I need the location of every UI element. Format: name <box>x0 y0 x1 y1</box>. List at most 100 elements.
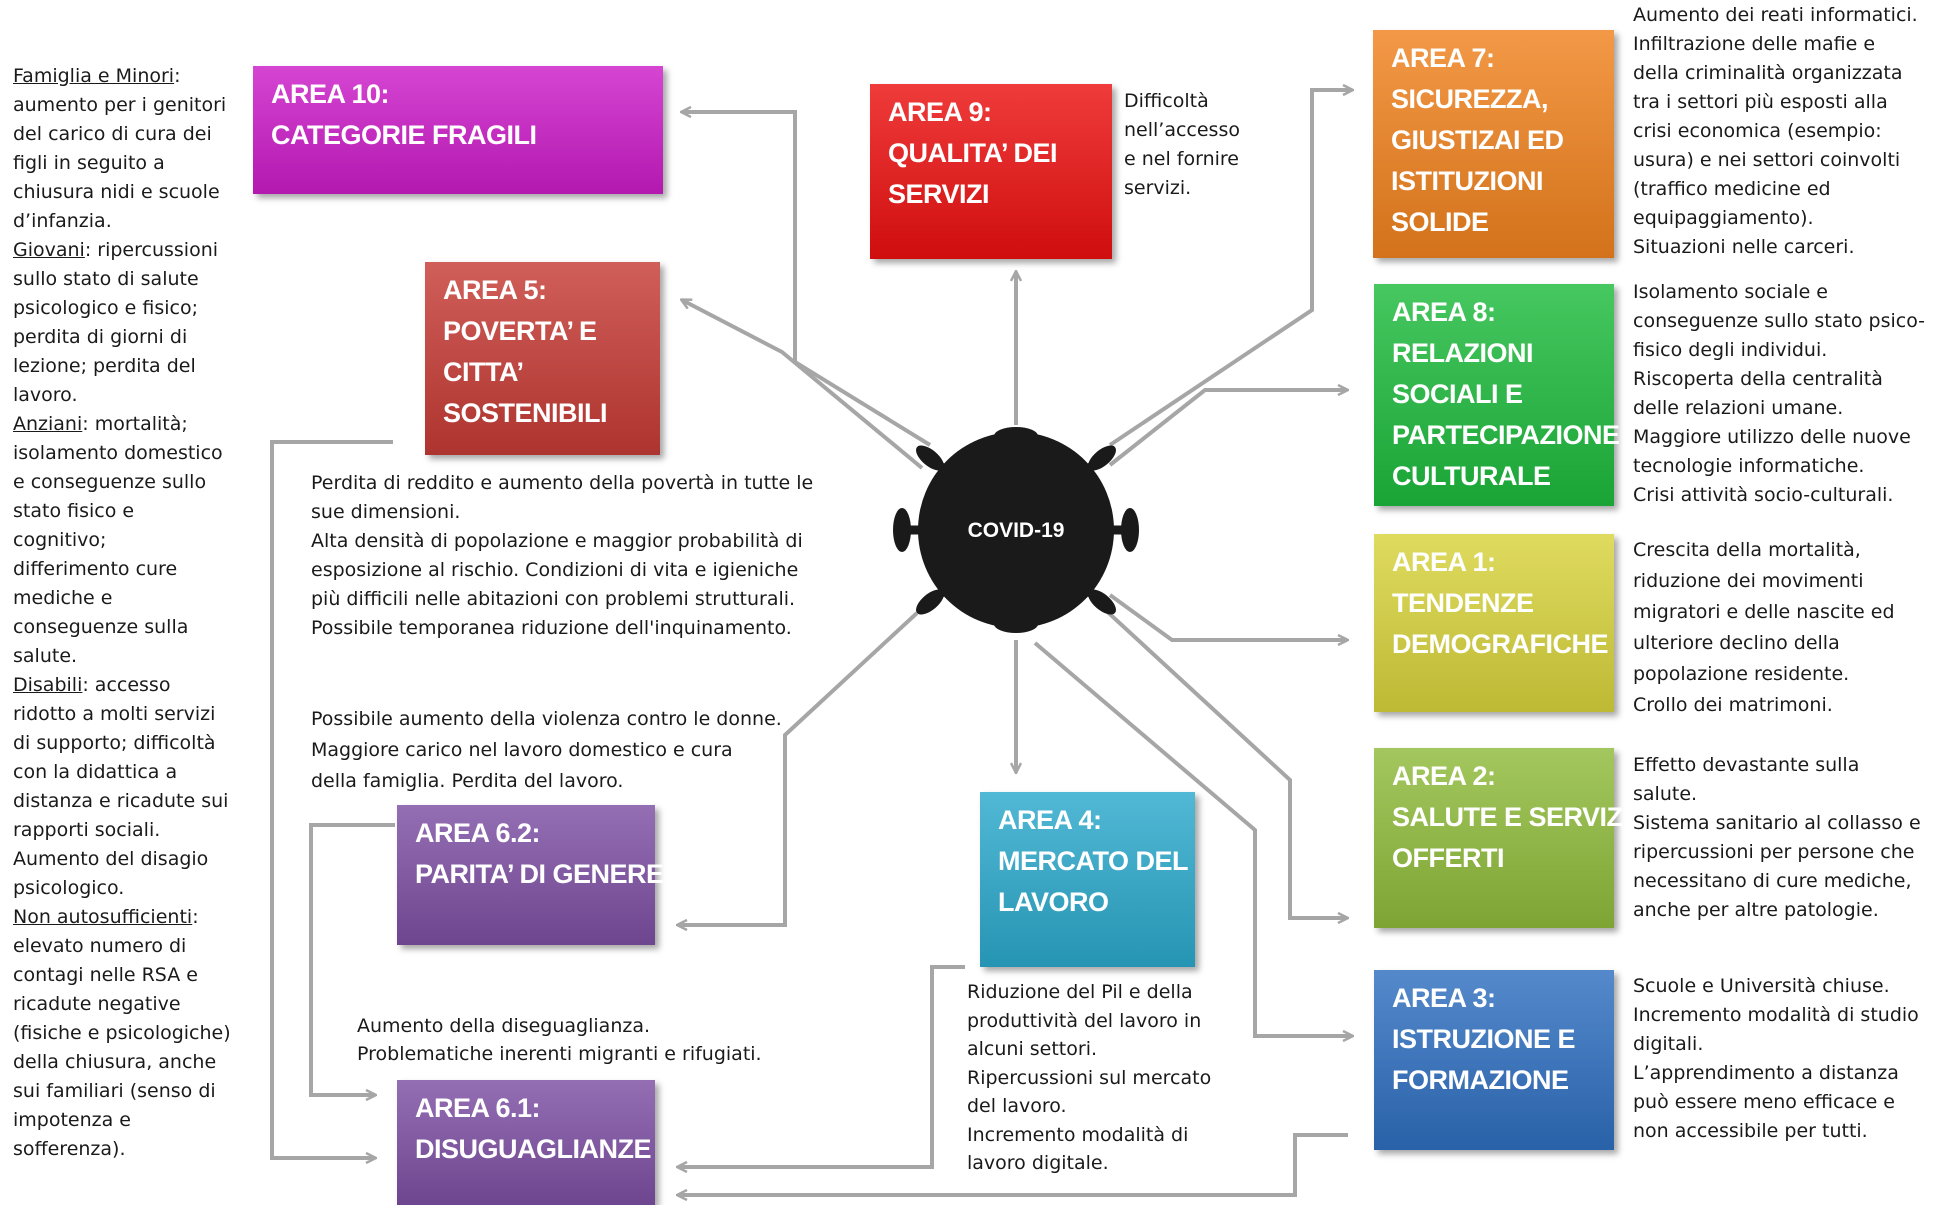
area7-line-3: SOLIDE <box>1391 207 1489 237</box>
left-note-line: chiusura nidi e scuole <box>13 181 220 203</box>
area4-line-0: MERCATO DEL <box>998 846 1189 876</box>
left-note-line: salute. <box>13 645 78 667</box>
area7-line-0: SICUREZZA, <box>1391 84 1549 114</box>
area4-note: Riduzione del Pil e della produttività d… <box>967 978 1211 1178</box>
area8-title: AREA 8: <box>1392 297 1496 327</box>
area2-note-line: ripercussioni per persone che <box>1633 841 1915 863</box>
area5-note-line: Perdita di reddito e aumento della pover… <box>311 472 814 494</box>
area8-note-line: delle relazioni umane. <box>1633 397 1844 419</box>
left-note-line: del carico di cura dei <box>13 123 212 145</box>
left-note-line: figli in seguito a <box>13 152 165 174</box>
area4-note-line: Riduzione del Pil e della <box>967 981 1193 1003</box>
area5-note-line: esposizione al rischio. Condizioni di vi… <box>311 559 799 581</box>
connector-area3-bottom <box>678 1133 1348 1195</box>
area61-box[interactable]: AREA 6.1: DISUGUAGLIANZE <box>397 1080 655 1205</box>
area5-line-0: POVERTA’ E <box>443 316 597 346</box>
area8-line-1: SOCIALI E <box>1392 379 1523 409</box>
famiglia-colon: : <box>174 65 181 87</box>
left-note-line: della chiusura, anche <box>13 1051 217 1073</box>
area10-line-0: CATEGORIE FRAGILI <box>271 120 537 150</box>
left-giovani-line: Giovani: ripercussioni <box>13 236 231 265</box>
area8-line-2: PARTECIPAZIONE <box>1392 420 1620 450</box>
area10-title: AREA 10: <box>271 79 390 109</box>
left-nonauto-line: Non autosufficienti: <box>13 903 231 932</box>
left-note-line: Aumento del disagio <box>13 848 209 870</box>
area1-note-line: Crescita della mortalità, <box>1633 539 1861 561</box>
connector-area4-area61 <box>678 965 965 1167</box>
left-disabili-line: Disabili: accesso <box>13 671 231 700</box>
left-note-line: lezione; perdita del <box>13 355 196 377</box>
giovani-label: Giovani <box>13 239 85 261</box>
area7-note-line: crisi economica (esempio: <box>1633 120 1882 142</box>
area2-note-line: necessitano di cure mediche, <box>1633 870 1912 892</box>
area7-note-line: (traffico medicine ed <box>1633 178 1831 200</box>
area62-note: Possibile aumento della violenza contro … <box>311 704 782 797</box>
left-note-line: sofferenza). <box>13 1138 126 1160</box>
area8-box[interactable]: AREA 8: RELAZIONI SOCIALI E PARTECIPAZIO… <box>1374 284 1620 506</box>
area5-note: Perdita di reddito e aumento della pover… <box>311 469 813 643</box>
left-note-line: impotenza e <box>13 1109 131 1131</box>
nonauto-first: : <box>192 906 199 928</box>
area7-note-line: Aumento dei reati informatici. <box>1633 4 1918 26</box>
area3-note-line: Scuole e Università chiuse. <box>1633 975 1890 997</box>
area8-note-line: Maggiore utilizzo delle nuove <box>1633 426 1911 448</box>
connector-area5 <box>682 298 924 470</box>
area62-note-line: Maggiore carico nel lavoro domestico e c… <box>311 739 733 761</box>
connector-area62 <box>678 611 919 925</box>
area4-line-1: LAVORO <box>998 887 1109 917</box>
area2-note-line: anche per altre patologie. <box>1633 899 1879 921</box>
left-note-line: con la didattica a <box>13 761 178 783</box>
area1-box[interactable]: AREA 1: TENDENZE DEMOGRAFICHE <box>1374 534 1614 712</box>
area7-note-line: della criminalità organizzata <box>1633 62 1903 84</box>
area5-line-2: SOSTENIBILI <box>443 398 608 428</box>
area2-note: Effetto devastante sulla salute. Sistema… <box>1633 751 1921 925</box>
area8-line-0: RELAZIONI <box>1392 338 1534 368</box>
area5-note-line: Alta densità di popolazione e maggior pr… <box>311 530 803 552</box>
area8-note-line: fisico degli individui. <box>1633 339 1828 361</box>
left-anziani-line: Anziani: mortalità; <box>13 410 231 439</box>
area9-box[interactable]: AREA 9: QUALITA’ DEI SERVIZI <box>870 84 1112 259</box>
area5-note-line: sue dimensioni. <box>311 501 461 523</box>
area2-note-line: salute. <box>1633 783 1698 805</box>
area5-line-1: CITTA’ <box>443 357 524 387</box>
area5-box[interactable]: AREA 5: POVERTA’ E CITTA’ SOSTENIBILI <box>425 262 660 455</box>
area8-note-line: tecnologie informatiche. <box>1633 455 1865 477</box>
virus-icon <box>893 427 1139 633</box>
anziani-label: Anziani <box>13 413 83 435</box>
area10-box[interactable]: AREA 10: CATEGORIE FRAGILI <box>253 66 663 194</box>
area3-box[interactable]: AREA 3: ISTRUZIONE E FORMAZIONE <box>1374 970 1614 1150</box>
area2-box[interactable]: AREA 2: SALUTE E SERVIZI OFFERTI <box>1374 748 1630 928</box>
area9-line-1: SERVIZI <box>888 179 990 209</box>
area7-box[interactable]: AREA 7: SICUREZZA, GIUSTIZAI ED ISTITUZI… <box>1373 30 1614 258</box>
area61-line-0: DISUGUAGLIANZE <box>415 1134 652 1164</box>
left-note-line: ricadute negative <box>13 993 181 1015</box>
left-note-line: elevato numero di <box>13 935 187 957</box>
area3-title: AREA 3: <box>1392 983 1496 1013</box>
left-note-line: ridotto a molti servizi <box>13 703 216 725</box>
area62-line-0: PARITA’ DI GENERE <box>415 859 664 889</box>
area2-title: AREA 2: <box>1392 761 1496 791</box>
left-note-line: d’infanzia. <box>13 210 112 232</box>
left-note-line: isolamento domestico <box>13 442 223 464</box>
area3-note-line: non accessibile per tutti. <box>1633 1120 1868 1142</box>
area9-note-line: Difficoltà <box>1124 90 1209 112</box>
area2-note-line: Effetto devastante sulla <box>1633 754 1860 776</box>
area8-line-3: CULTURALE <box>1392 461 1551 491</box>
left-note-line: lavoro. <box>13 384 78 406</box>
left-note-line: sullo stato di salute <box>13 268 199 290</box>
connector-area8 <box>1108 390 1347 467</box>
area61-note-line: Problematiche inerenti migranti e rifugi… <box>357 1043 762 1065</box>
connector-area5-area61 <box>270 440 393 1158</box>
area4-box[interactable]: AREA 4: MERCATO DEL LAVORO <box>980 792 1195 967</box>
left-note-line: psicologico e fisico; <box>13 297 199 319</box>
area1-title: AREA 1: <box>1392 547 1496 577</box>
connector-area10 <box>682 112 932 447</box>
area7-note-line: Infiltrazione delle mafie e <box>1633 33 1876 55</box>
area1-note-line: popolazione residente. <box>1633 663 1850 685</box>
left-note-line: cognitivo; <box>13 529 107 551</box>
left-note-line: mediche e <box>13 587 113 609</box>
area62-box[interactable]: AREA 6.2: PARITA’ DI GENERE <box>397 805 664 945</box>
area61-note-line: Aumento della diseguaglianza. <box>357 1015 651 1037</box>
giovani-first: : ripercussioni <box>84 239 219 261</box>
left-note-line: (fisiche e psicologiche) <box>13 1022 231 1044</box>
